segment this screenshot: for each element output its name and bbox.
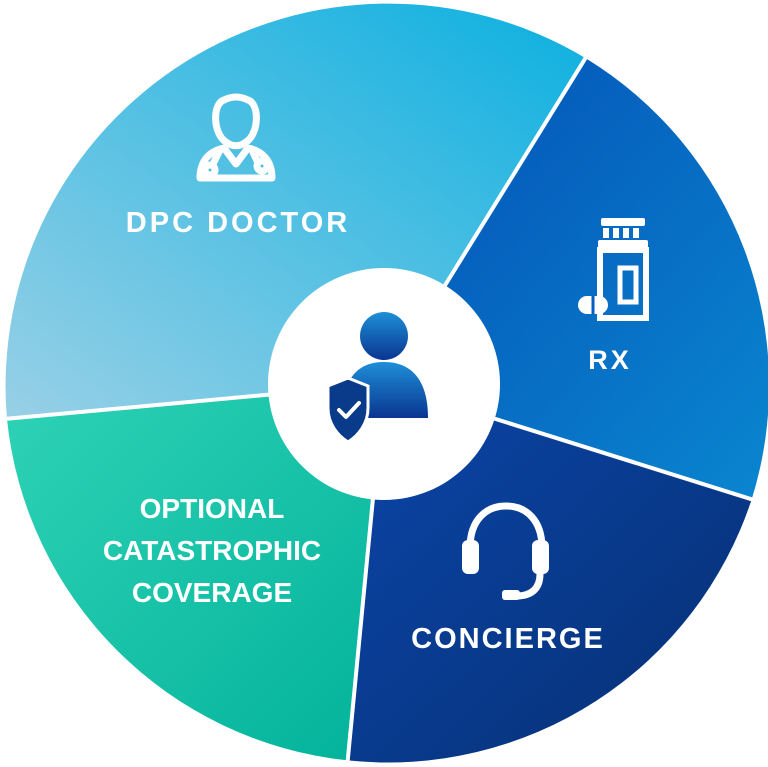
protected-member-icon [326,312,428,444]
label-concierge: CONCIERGE [411,623,605,655]
label-catastrophic-line-3: COVERAGE [132,577,292,608]
label-rx: RX [588,345,632,375]
headset-icon [462,502,549,600]
doctor-icon [196,93,276,182]
label-catastrophic-line-2: CATASTROPHIC [103,535,321,566]
label-catastrophic-line-1: OPTIONAL [140,493,285,524]
segment-dpc-doctor [5,3,586,419]
segment-catastrophic [6,384,385,761]
shield-check-icon [326,376,370,444]
label-dpc-doctor: DPC DOCTOR [126,207,350,239]
pill-bottle-icon [578,218,649,321]
